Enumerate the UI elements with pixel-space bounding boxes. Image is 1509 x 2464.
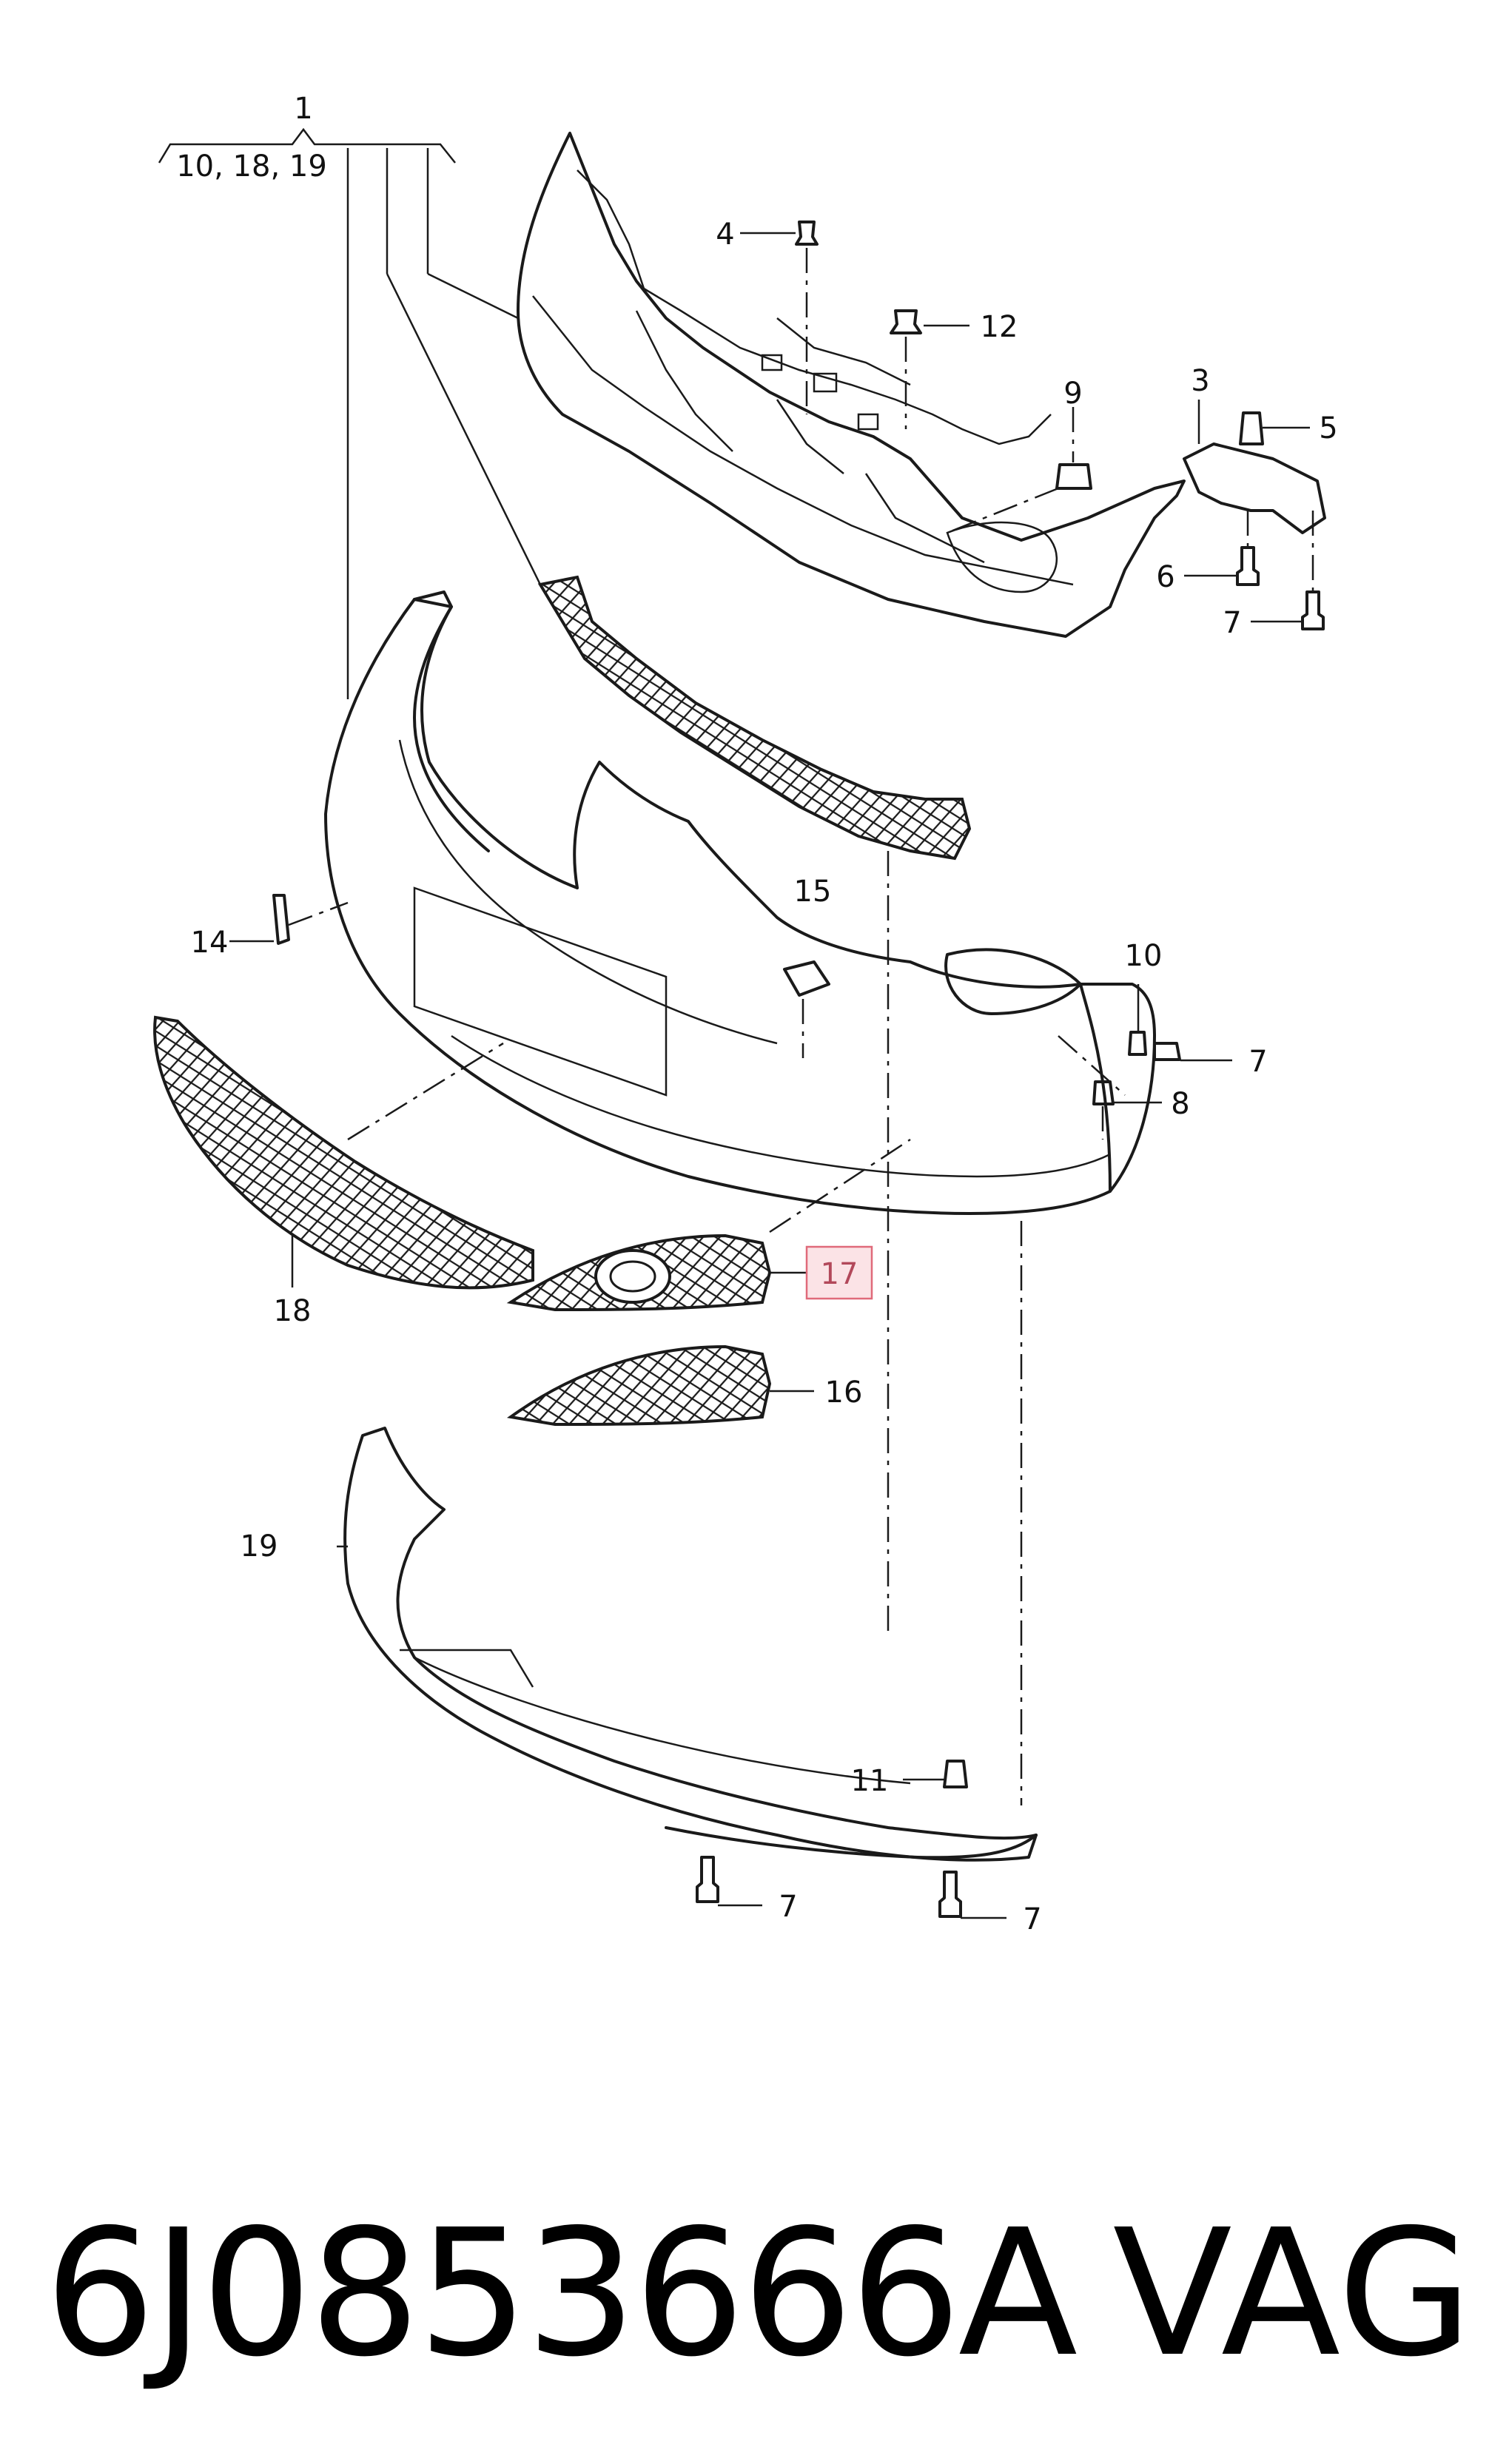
callout-8: 8 <box>1171 1087 1189 1121</box>
callout-12: 12 <box>981 310 1018 344</box>
blank-grille-16 <box>506 1344 814 1427</box>
callout-18: 18 <box>274 1294 312 1328</box>
callout-16: 16 <box>825 1376 863 1410</box>
callout-3: 3 <box>1191 364 1209 398</box>
upper-grille-strip <box>537 575 972 1635</box>
bumper-cover <box>324 590 1156 1215</box>
clip-10 <box>1128 984 1147 1056</box>
callout-11: 11 <box>851 1764 889 1798</box>
callout-17: 17 <box>821 1257 858 1291</box>
callout-1-bracket <box>158 127 542 699</box>
callout-10: 10 <box>1125 939 1163 973</box>
callout-19: 19 <box>241 1529 278 1563</box>
bracket-3 <box>1183 400 1326 534</box>
screw-7-bottom-left <box>696 1856 719 1903</box>
screw-7-mid <box>1153 1042 1181 1061</box>
fog-lamp-grille-17 <box>506 1138 911 1312</box>
clip-5 <box>1239 411 1264 445</box>
callout-7-a: 7 <box>1223 606 1241 640</box>
brand-name: VAG <box>1112 2192 1473 2395</box>
callout-14: 14 <box>191 926 229 960</box>
callout-9: 9 <box>1063 377 1082 411</box>
callout-15: 15 <box>794 875 832 909</box>
callout-1-sub: 10, 18, 19 <box>176 149 327 184</box>
center-grille-18 <box>153 1015 534 1290</box>
clip-12 <box>890 309 922 429</box>
screw-6 <box>1236 511 1260 586</box>
callout-7-b: 7 <box>1248 1045 1267 1079</box>
footer: 6J0853666A VAG <box>30 2175 1480 2412</box>
callout-labels: 1 10, 18, 19 4 12 9 3 5 6 7 15 14 10 7 8… <box>176 92 1338 1936</box>
callout-7-d: 7 <box>1023 1902 1041 1936</box>
leader-lines <box>229 232 1310 1919</box>
callout-7-c: 7 <box>779 1890 797 1924</box>
exploded-view-drawing: 1 10, 18, 19 4 12 9 3 5 6 7 15 14 10 7 8… <box>153 92 1338 1936</box>
bumper-carrier <box>517 132 1186 638</box>
clip-9 <box>947 407 1092 534</box>
part-number: 6J0853666A <box>44 2192 1078 2395</box>
bracket-14 <box>272 894 349 945</box>
callout-4: 4 <box>716 218 734 252</box>
callout-5: 5 <box>1319 411 1337 445</box>
highlight-box-17 <box>805 1245 873 1300</box>
screw-7-bottom-right <box>938 1871 962 1918</box>
clip-8 <box>1020 1080 1115 1805</box>
callout-6: 6 <box>1156 560 1174 594</box>
screw-7-top <box>1301 511 1325 630</box>
lower-spoiler-19 <box>337 1427 1038 1862</box>
clip-11 <box>943 1760 968 1788</box>
callout-1: 1 <box>294 92 312 126</box>
fastener-4 <box>795 221 819 414</box>
